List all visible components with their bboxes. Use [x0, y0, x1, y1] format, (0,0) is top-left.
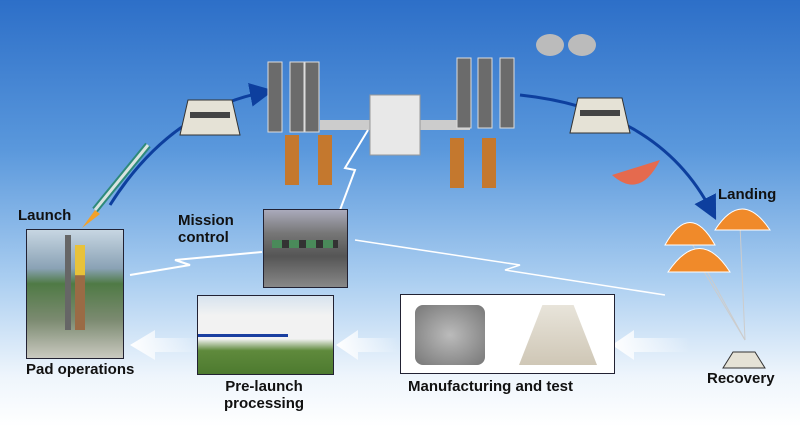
- capsule-structure: [415, 305, 485, 365]
- space-station-icon: [267, 57, 515, 188]
- heat-shield-icon: [612, 160, 660, 185]
- manufacturing-photo: [400, 294, 615, 374]
- label-recovery: Recovery: [707, 370, 775, 387]
- label-launch: Launch: [18, 207, 72, 224]
- launch-tower: [65, 235, 71, 330]
- comm-link-bolt: [129, 251, 263, 276]
- capsule-mockup: [519, 305, 597, 365]
- flow-arrow-left: [130, 330, 200, 360]
- comm-link-bolt: [354, 239, 666, 296]
- console-screens: [272, 240, 338, 248]
- label-landing: Landing: [718, 186, 777, 203]
- descent-arc: [519, 93, 717, 221]
- label-line: Pre-launch: [225, 378, 303, 395]
- label-line: Mission: [178, 212, 234, 229]
- capsule-ascent-icon: [179, 99, 241, 136]
- rocket-icon: [82, 142, 151, 228]
- building-stripe: [198, 334, 288, 337]
- comm-link-bolt: [339, 129, 369, 211]
- label-line: processing: [224, 395, 305, 412]
- ascent-arc: [108, 83, 274, 206]
- launch-vehicle: [75, 245, 85, 330]
- capsule-descent-icon: [569, 97, 631, 134]
- pre-launch-facility-photo: [197, 295, 334, 375]
- pad-operations-photo: [26, 229, 124, 359]
- parachutes-icon: [664, 208, 771, 369]
- flow-arrow-left: [336, 330, 398, 360]
- label-line: control: [178, 229, 229, 246]
- label-mission-control: Mission control: [178, 212, 234, 246]
- label-manufacturing-and-test: Manufacturing and test: [408, 378, 574, 395]
- label-pad-operations: Pad operations: [26, 361, 135, 378]
- inflatable-module-icon: [536, 34, 596, 56]
- flow-arrow-left: [612, 330, 690, 360]
- label-pre-launch-processing: Pre-launch processing: [224, 378, 304, 412]
- mission-control-photo: [263, 209, 348, 288]
